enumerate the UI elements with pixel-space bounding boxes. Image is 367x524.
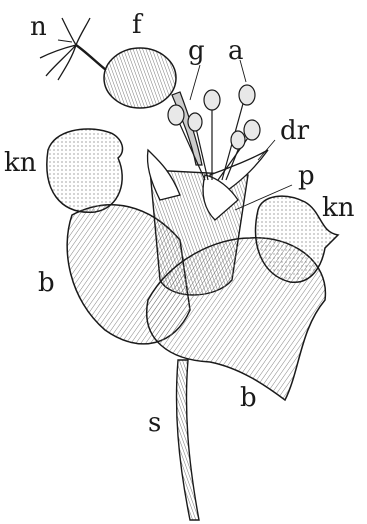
label-kn-right: kn [322, 195, 355, 221]
flower-stem [177, 360, 200, 520]
gland-left [47, 129, 123, 212]
label-s: s [148, 410, 161, 436]
label-b-left: b [38, 270, 55, 296]
label-p: p [298, 163, 315, 189]
label-dr: dr [280, 118, 309, 144]
label-g: g [188, 38, 205, 64]
label-b-right: b [240, 385, 257, 411]
label-f: f [132, 12, 142, 38]
label-n: n [30, 14, 47, 40]
style [76, 45, 106, 70]
ovary [104, 48, 176, 108]
label-kn-left: kn [4, 150, 37, 176]
label-a: a [228, 38, 244, 64]
